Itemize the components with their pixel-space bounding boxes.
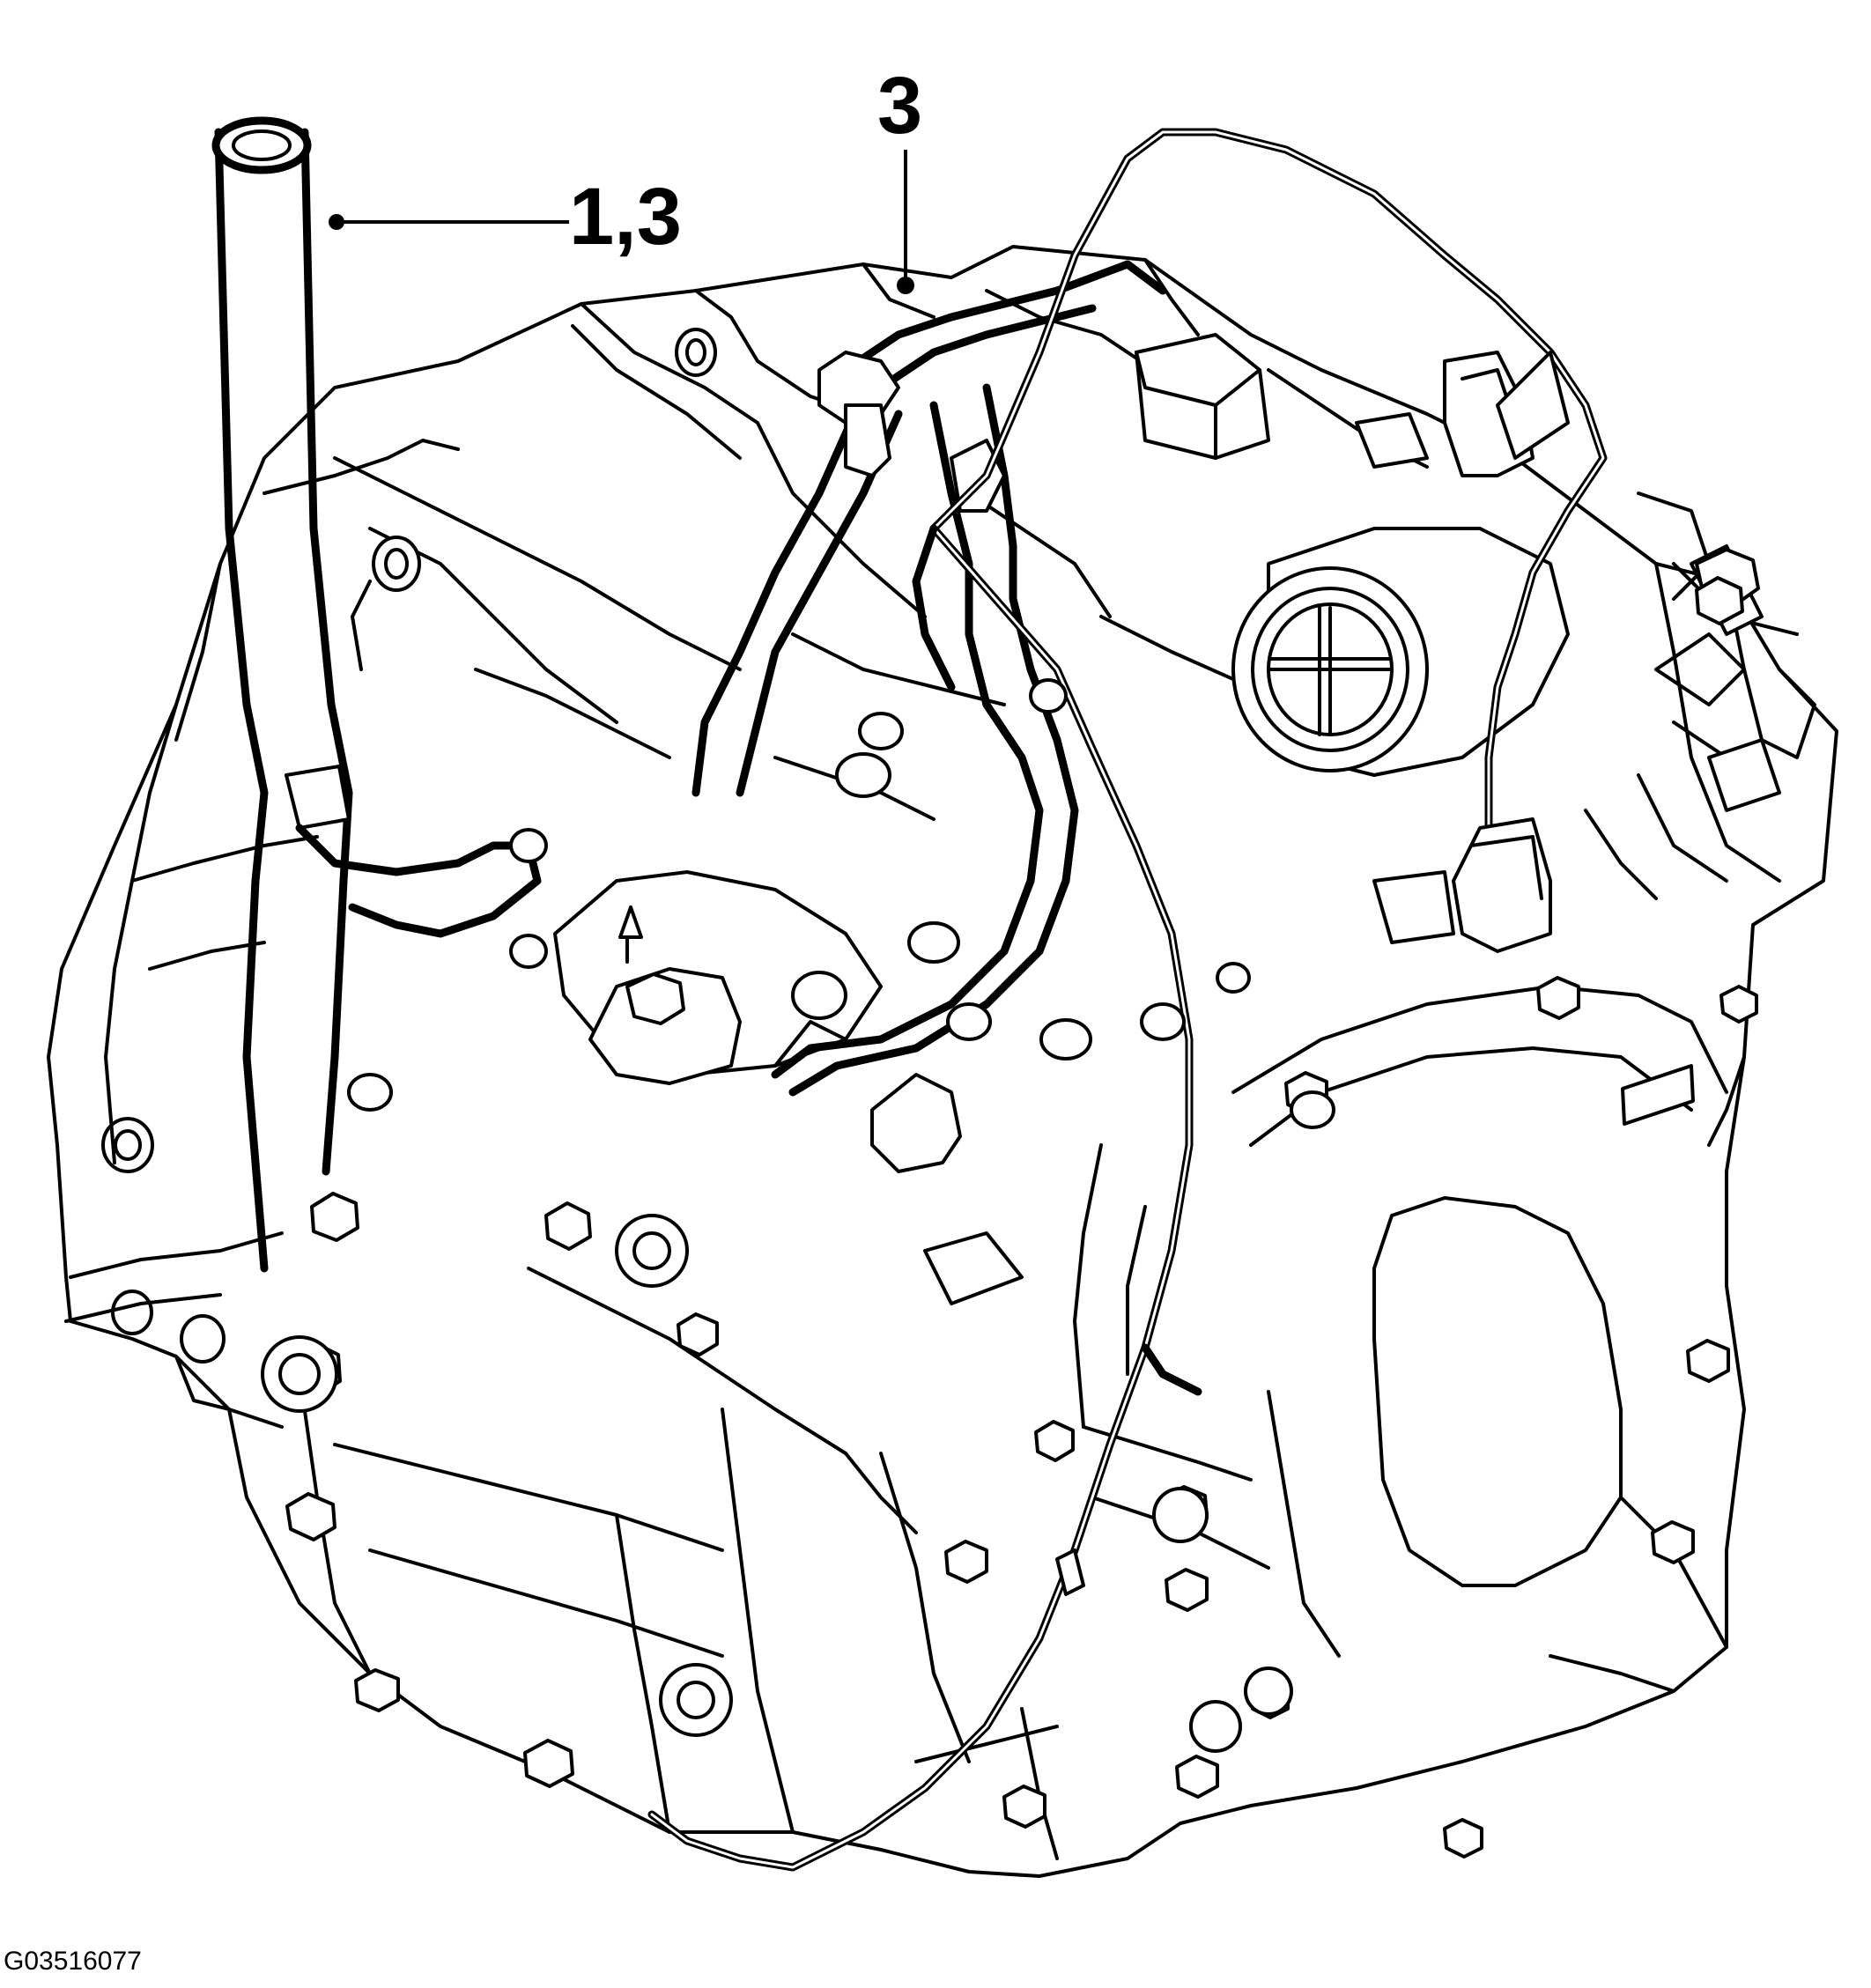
bolt: [944, 1540, 988, 1584]
dipstick-tube: [211, 116, 542, 1273]
callout-3-dot: [897, 277, 914, 294]
callout-1-3-dot: [329, 214, 344, 230]
bolt: [1686, 1339, 1730, 1383]
callout-1-3-label: 1,3: [569, 172, 682, 262]
bolt: [1695, 576, 1744, 625]
bolt: [677, 1312, 719, 1356]
bolt: [1651, 1520, 1695, 1564]
top-sensor-block: [1135, 333, 1429, 469]
bolt: [544, 1201, 592, 1251]
bolt: [1002, 1785, 1046, 1829]
bolt: [354, 1668, 400, 1712]
wiring-harness: [647, 128, 1608, 1872]
callout-leaders: [329, 150, 914, 294]
lower-housing: [298, 1231, 1059, 1860]
harness-connectors: [1055, 351, 1570, 1596]
cooler-lines: [691, 260, 1167, 1173]
bolt: [523, 1739, 574, 1788]
range-selector: [553, 870, 883, 1085]
left-housing: [64, 562, 319, 1429]
bolt: [1165, 1568, 1209, 1612]
bolt: [285, 1492, 336, 1541]
bolt: [1034, 1420, 1075, 1462]
mounting-bosses: [261, 328, 1335, 1753]
bolt: [1443, 1818, 1483, 1859]
bolt: [1719, 985, 1758, 1024]
callout-3-label: 3: [877, 61, 923, 151]
bolt: [1175, 1755, 1219, 1799]
bolt: [1536, 976, 1580, 1020]
figure-id: G03516077: [4, 1947, 142, 1976]
bolt: [310, 1192, 359, 1242]
